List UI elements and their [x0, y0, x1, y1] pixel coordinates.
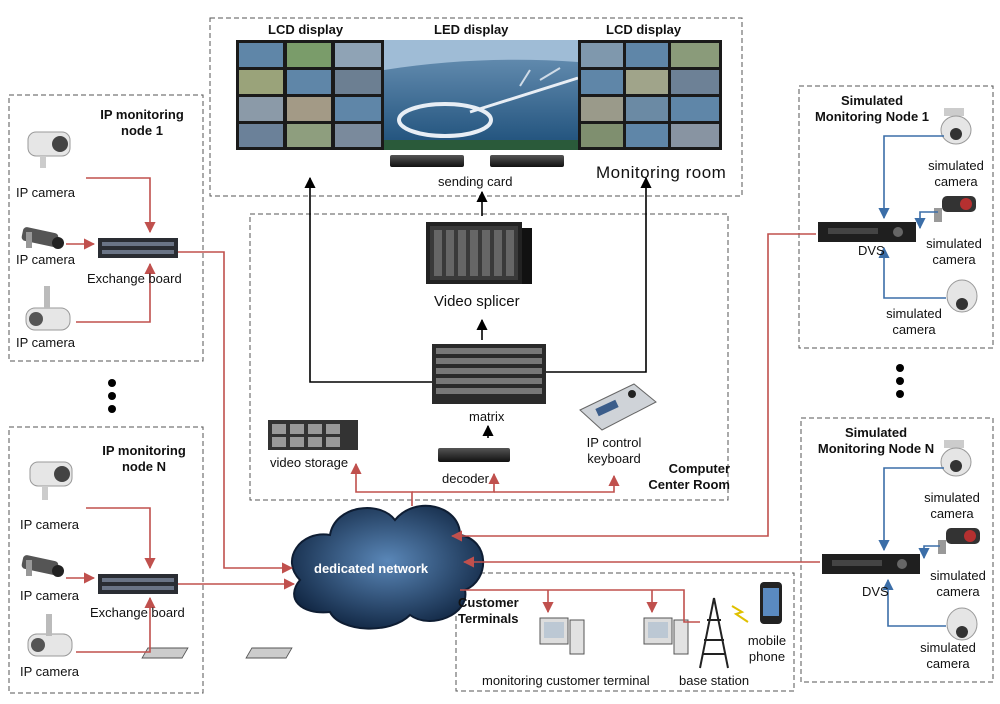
computer-terminal-icon	[245, 617, 689, 659]
mobile-phone-label: mobile phone	[747, 633, 787, 665]
dvs-label: DVS	[862, 584, 889, 599]
computer-center-title: Computer Center Room	[648, 461, 730, 493]
matrix-label: matrix	[469, 409, 505, 424]
ip-node-n-title: IP monitoring node N	[102, 443, 186, 475]
dome-camera-icon	[940, 440, 972, 477]
speed-dome-camera-icon	[946, 607, 978, 641]
sending-card-label: sending card	[438, 174, 513, 189]
ip-node-1-box	[8, 94, 204, 362]
led-display-label: LED display	[434, 22, 509, 37]
simulated-camera-label: simulated camera	[886, 306, 942, 338]
exchange-board-device	[98, 574, 178, 594]
lcd-display-right-label: LCD display	[606, 22, 682, 37]
sim-node-n-box	[800, 417, 994, 683]
lcd-display-left-label: LCD display	[268, 22, 344, 37]
sending-card-device	[390, 155, 564, 167]
computer-terminal-icon	[141, 617, 585, 659]
base-station-label: base station	[679, 673, 750, 688]
bullet-camera-icon	[934, 196, 976, 222]
simulated-camera-label: simulated camera	[926, 236, 982, 268]
lcd-display-right	[578, 40, 722, 150]
dedicated-network-label: dedicated network	[314, 561, 429, 576]
exchange-board-label: Exchange board	[87, 271, 182, 286]
dedicated-network-cloud	[290, 504, 485, 630]
more-nodes-dots-left	[108, 379, 116, 413]
lcd-display-left	[236, 40, 384, 150]
matrix-device	[432, 344, 546, 404]
video-splicer-label: Video splicer	[434, 293, 520, 310]
more-nodes-dots-right	[896, 364, 904, 398]
base-station-tower-icon	[699, 597, 749, 669]
monitoring-room-box	[209, 17, 743, 197]
ip-camera-icon	[25, 286, 71, 331]
ip-camera-icon	[27, 614, 73, 657]
ip-camera-label: IP camera	[20, 517, 80, 532]
ip-camera-icon	[21, 227, 64, 249]
computer-center-box	[249, 213, 729, 501]
bullet-camera-icon	[938, 528, 980, 554]
ip-camera-label: IP camera	[20, 664, 80, 679]
monitoring-customer-terminal-label: monitoring customer terminal	[482, 673, 650, 688]
dvs-device	[818, 222, 916, 242]
ip-camera-label: IP camera	[16, 252, 76, 267]
ip-node-n-box	[8, 426, 204, 694]
sim-node-1-title: Simulated Monitoring Node 1	[814, 93, 930, 125]
dome-camera-icon	[940, 108, 972, 145]
video-splicer-device	[426, 222, 532, 284]
dvs-label: DVS	[858, 243, 885, 258]
mobile-phone-icon	[760, 582, 782, 624]
decoder-label: decoder	[442, 471, 489, 486]
sim-node-n-title: Simulated Monitoring Node N	[817, 425, 935, 457]
video-storage-device	[268, 420, 358, 450]
dvs-device	[822, 554, 920, 574]
ip-camera-icon	[27, 131, 71, 168]
customer-terminals-title: Customer Terminals	[458, 595, 519, 627]
sim-node-1-box	[798, 85, 994, 349]
led-display	[384, 40, 579, 150]
ip-node-1-title: IP monitoring node 1	[100, 107, 184, 139]
simulated-camera-label: simulated camera	[924, 490, 980, 522]
monitoring-room-title: Monitoring room	[596, 163, 727, 182]
simulated-camera-label: simulated camera	[920, 640, 976, 672]
simulated-camera-label: simulated camera	[928, 158, 984, 190]
ip-camera-icon	[21, 555, 64, 577]
exchange-board-device	[98, 238, 178, 258]
ip-camera-label: IP camera	[16, 185, 76, 200]
ip-camera-icon	[29, 461, 73, 500]
ip-camera-label: IP camera	[20, 588, 80, 603]
speed-dome-camera-icon	[946, 279, 978, 313]
customer-terminals-box	[455, 572, 795, 692]
exchange-board-label: Exchange board	[90, 605, 185, 620]
ip-control-keyboard-device	[579, 383, 657, 431]
ip-camera-label: IP camera	[16, 335, 76, 350]
ip-control-keyboard-label: IP control keyboard	[586, 435, 642, 467]
simulated-camera-label: simulated camera	[930, 568, 986, 600]
video-storage-label: video storage	[270, 455, 349, 470]
decoder-device	[438, 448, 510, 462]
